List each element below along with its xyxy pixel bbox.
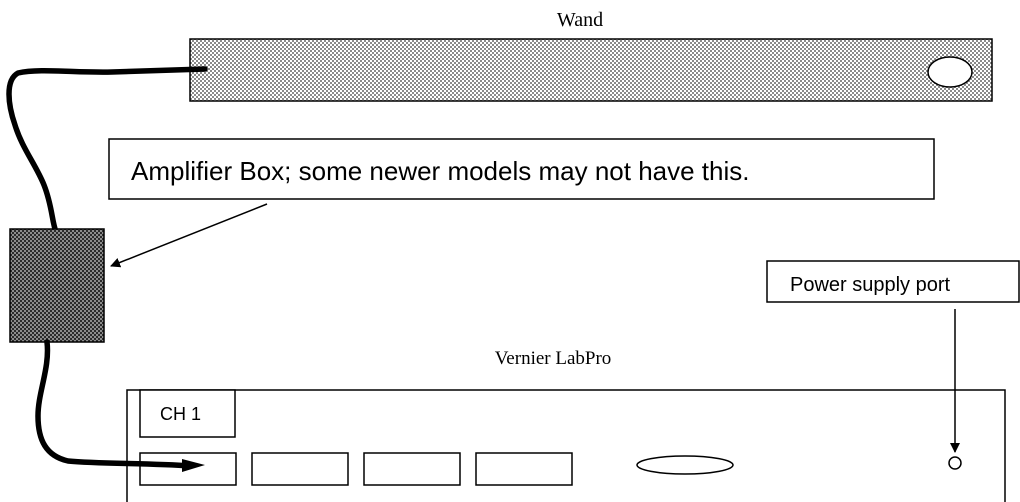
- cable-wand-to-amplifier: [6, 66, 208, 235]
- port-ch1: [139, 452, 237, 486]
- cable-plug: [182, 459, 205, 472]
- amplifier-box: [9, 228, 105, 343]
- wand-tip: [927, 56, 973, 88]
- labpro-label: Vernier LabPro: [495, 348, 612, 369]
- power-callout-box: [766, 260, 1020, 303]
- amplifier-callout-box: [108, 138, 935, 200]
- cable-amplifier-to-labpro: [35, 339, 193, 469]
- port-ch4: [475, 452, 573, 486]
- amplifier-callout-text: Amplifier Box; some newer models may not…: [131, 156, 749, 186]
- power-callout-text: Power supply port: [790, 274, 951, 296]
- wand-label: Wand: [557, 9, 603, 31]
- wand: [189, 38, 993, 102]
- ch1-label-box: [139, 389, 236, 438]
- labpro-body: [126, 389, 1006, 502]
- port-ch3: [363, 452, 461, 486]
- port-ch2: [251, 452, 349, 486]
- power-supply-port: [948, 456, 962, 470]
- ch1-label: CH 1: [160, 404, 201, 424]
- amplifier-callout-arrow: [110, 203, 268, 268]
- labpro-oval-port: [636, 455, 734, 475]
